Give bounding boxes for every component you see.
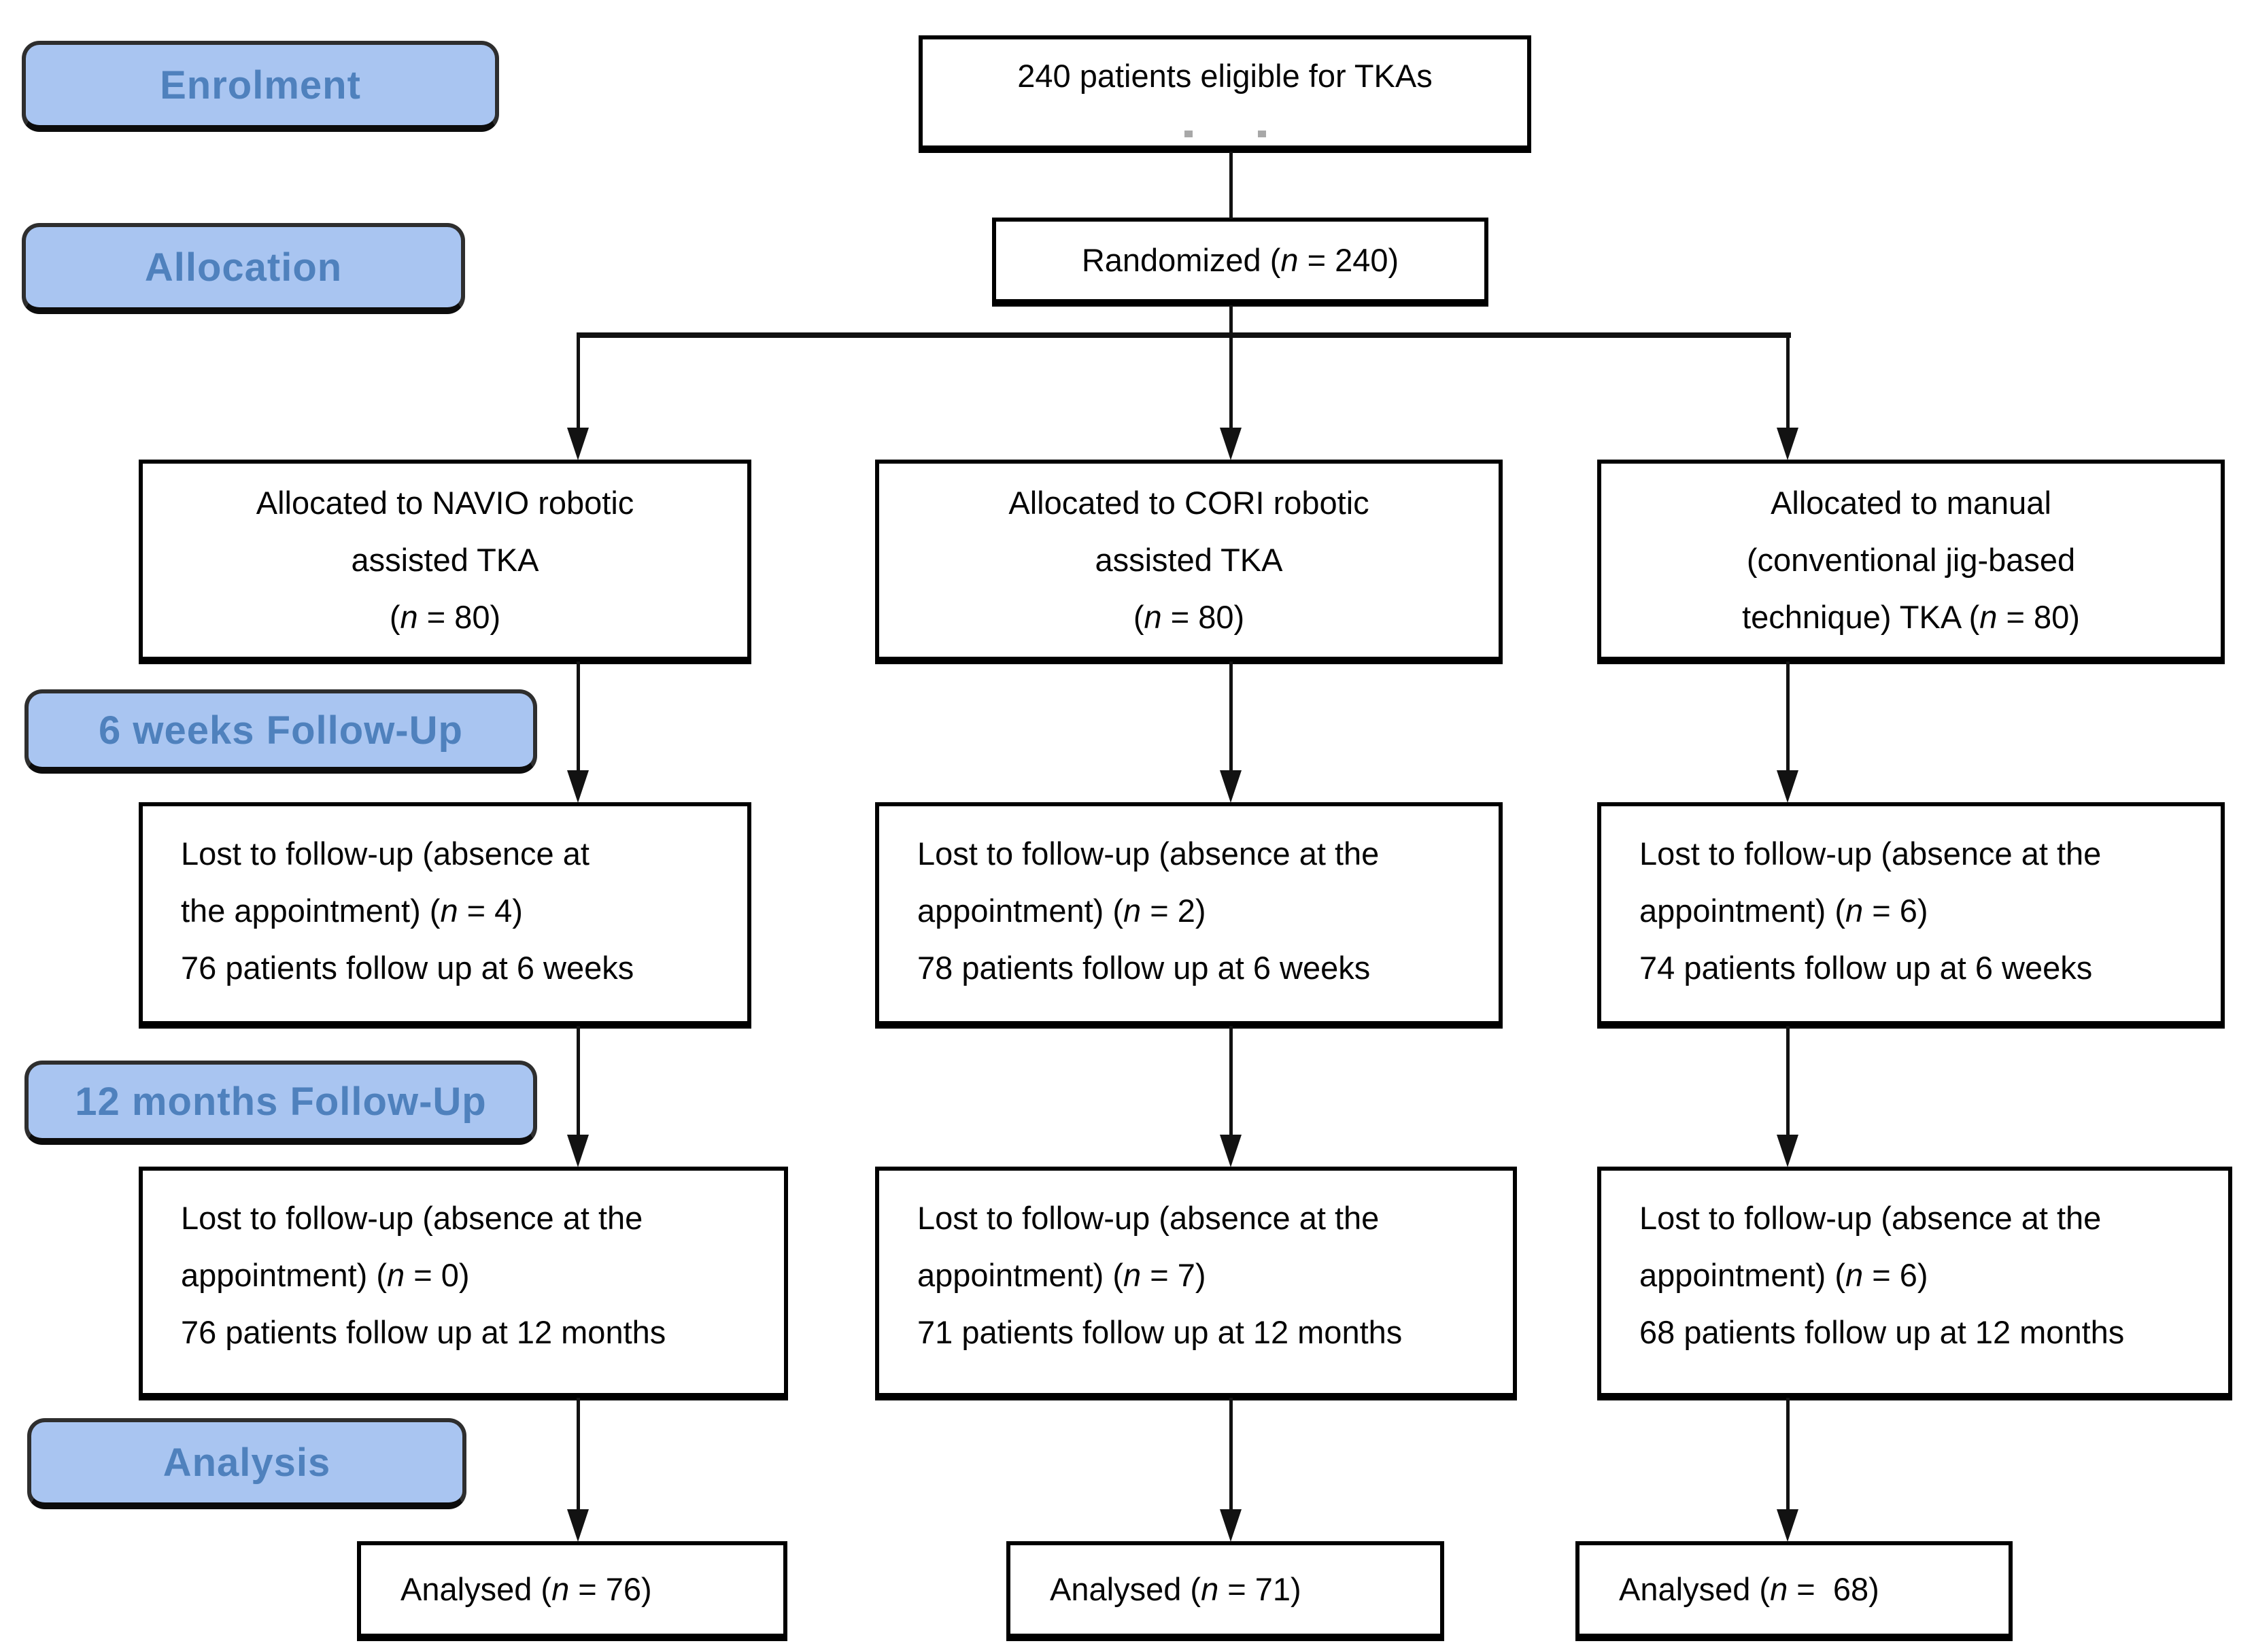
stage-label-text: Analysis — [163, 1440, 331, 1485]
box-analysed-navio: Analysed (n = 76) — [357, 1541, 787, 1641]
connector-branch-middle — [1229, 335, 1233, 429]
connector-branch-right — [1786, 335, 1790, 429]
connector-6w-to-12m-right — [1786, 1026, 1790, 1136]
arrow-down-icon — [567, 1135, 589, 1167]
arrow-down-icon — [567, 1509, 589, 1542]
box-text: Analysed (n = 71) — [1050, 1571, 1301, 1607]
connector-12m-to-analysed-right — [1786, 1398, 1790, 1510]
arrow-down-icon — [1220, 1509, 1242, 1542]
arrow-down-icon — [1777, 770, 1798, 803]
arrow-down-icon — [567, 770, 589, 803]
connector-randomized-to-branch — [1229, 305, 1233, 335]
arrow-down-icon — [1220, 428, 1242, 460]
connector-12m-to-analysed-left — [577, 1398, 580, 1510]
connector-branch-horizontal — [577, 332, 1791, 338]
arrow-down-icon — [1220, 770, 1242, 803]
stage-label-12-months-follow-up: 12 months Follow-Up — [24, 1061, 537, 1145]
connector-allocated-to-6w-right — [1786, 661, 1790, 772]
connector-6w-to-12m-left — [577, 1026, 580, 1136]
faded-artifact-dots — [1184, 131, 1266, 137]
stage-label-text: 12 months Follow-Up — [75, 1079, 487, 1124]
connector-allocated-to-6w-left — [577, 661, 580, 772]
box-text: Analysed (n = 76) — [400, 1571, 652, 1607]
arrow-down-icon — [1220, 1135, 1242, 1167]
box-eligible-patients: 240 patients eligible for TKAs — [919, 35, 1531, 153]
stage-label-text: Allocation — [144, 245, 343, 290]
arrow-down-icon — [567, 428, 589, 460]
box-text: Randomized (n = 240) — [1081, 242, 1399, 278]
connector-eligible-to-randomized — [1229, 152, 1233, 219]
stage-label-analysis: Analysis — [27, 1418, 466, 1509]
arrow-down-icon — [1777, 428, 1798, 460]
box-allocated-manual: Allocated to manual(conventional jig-bas… — [1597, 460, 2225, 664]
stage-label-allocation: Allocation — [22, 223, 465, 314]
box-text: Analysed (n = 68) — [1619, 1571, 1879, 1607]
connector-allocated-to-6w-middle — [1229, 661, 1233, 772]
stage-label-6-weeks-follow-up: 6 weeks Follow-Up — [24, 689, 537, 774]
arrow-down-icon — [1777, 1135, 1798, 1167]
connector-12m-to-analysed-middle — [1229, 1398, 1233, 1510]
box-text: Allocated to manual(conventional jig-bas… — [1742, 485, 2080, 635]
stage-label-text: Enrolment — [160, 63, 361, 107]
connector-6w-to-12m-middle — [1229, 1026, 1233, 1136]
box-analysed-cori: Analysed (n = 71) — [1006, 1541, 1444, 1641]
arrow-down-icon — [1777, 1509, 1798, 1542]
box-analysed-manual: Analysed (n = 68) — [1575, 1541, 2013, 1641]
stage-label-enrolment: Enrolment — [22, 41, 499, 132]
box-text: 240 patients eligible for TKAs — [1017, 58, 1433, 94]
stage-label-text: 6 weeks Follow-Up — [99, 708, 463, 753]
box-randomized: Randomized (n = 240) — [992, 218, 1488, 307]
connector-branch-left — [577, 335, 580, 429]
